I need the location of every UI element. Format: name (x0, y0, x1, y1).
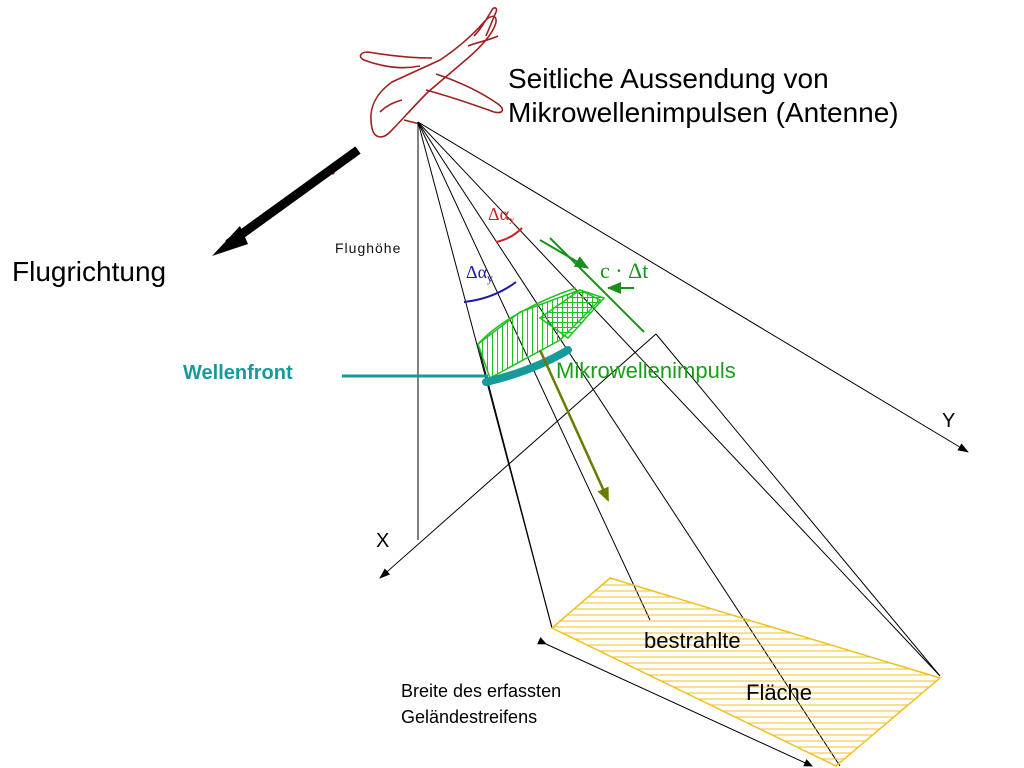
swath-width-arrow (537, 637, 813, 767)
x-axis-label: X (376, 530, 390, 552)
title-line-1: Seitliche Aussendung von (508, 63, 829, 94)
delta-alpha-x-subscript: x (509, 213, 516, 227)
flight-direction-arrowhead (212, 226, 248, 256)
microwave-pulse (477, 287, 606, 380)
y-axis-line (417, 121, 969, 453)
pulse-length-dimension (539, 237, 645, 333)
delta-alpha-y-arc (463, 281, 517, 303)
wavefront-label: Wellenfront (183, 362, 293, 384)
delta-alpha-x-arc (495, 227, 523, 243)
flight-direction-arrow (225, 146, 361, 248)
swath-width-line-1: Breite des erfassten (401, 681, 562, 701)
illuminated-label-line-1: bestrahlte (644, 628, 741, 653)
delta-alpha-y-subscript: y (487, 271, 494, 285)
delta-alpha-y-symbol: Δα (466, 262, 488, 282)
microwave-pulse-label: Mikrowellenimpuls (556, 358, 736, 383)
propagation-arrow (538, 349, 610, 502)
illuminated-label-line-2: Fläche (746, 680, 813, 705)
delta-alpha-x-label: Δαx (488, 204, 515, 228)
flight-direction-label: Flugrichtung (12, 256, 167, 287)
swath-width-line-2: Geländestreifens (401, 707, 538, 727)
flight-altitude-label: Flughöhe (335, 240, 402, 256)
x-axis-line (379, 333, 657, 579)
y-axis-label: Y (942, 410, 956, 432)
title-line-2: Mikrowellenimpulsen (Antenne) (508, 97, 899, 128)
diagram-title: Seitliche Aussendung von Mikrowellenimpu… (508, 62, 899, 130)
pulse-length-label: c · Δt (600, 258, 649, 283)
airplane-icon (328, 7, 504, 176)
delta-alpha-y-label: Δαy (466, 262, 493, 286)
swath-width-label: Breite des erfassten Geländestreifens (401, 678, 561, 730)
wavefront-curve (482, 346, 572, 386)
delta-alpha-x-symbol: Δα (488, 204, 510, 224)
